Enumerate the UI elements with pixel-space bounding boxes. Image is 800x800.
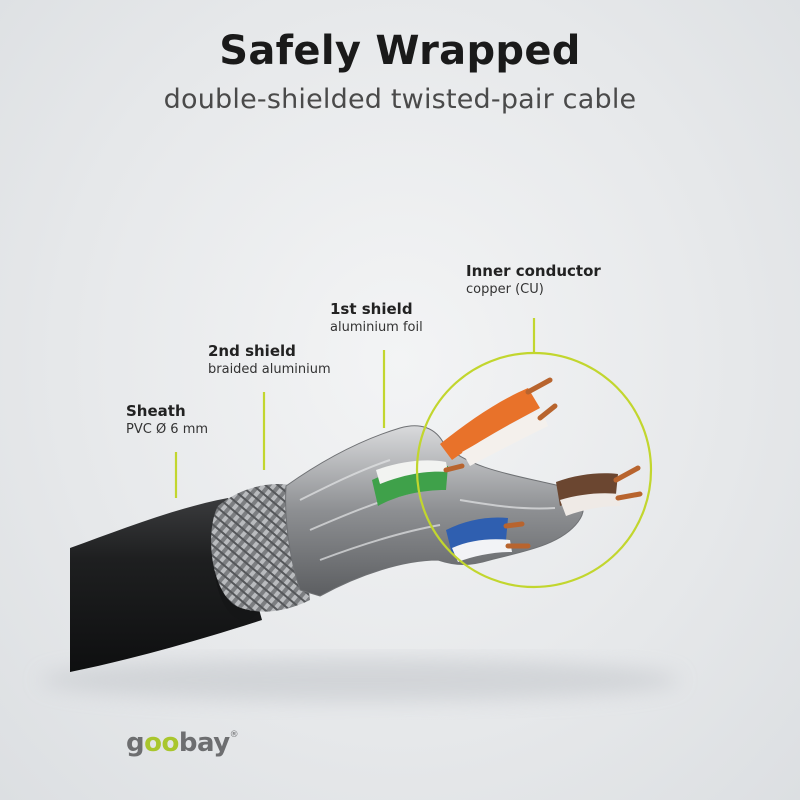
page-subtitle: double-shielded twisted-pair cable (163, 84, 637, 115)
inner-conductor-circle (415, 351, 653, 589)
cable-shadow (40, 658, 680, 702)
callout-first-shield: 1st shield aluminium foil (330, 300, 423, 336)
pair-blue-white (452, 539, 512, 562)
callout-lines (174, 318, 653, 589)
logo-start: g (126, 728, 145, 758)
pair-brown-white (560, 493, 620, 516)
page-title: Safely Wrapped (219, 28, 581, 74)
callout-sheath: Sheath PVC Ø 6 mm (126, 402, 208, 438)
foil-shield (285, 425, 584, 597)
inner-conductor-label: Inner conductor (466, 262, 601, 280)
callout-inner-conductor: Inner conductor copper (CU) (466, 262, 601, 298)
goobay-logo: goobay® (126, 728, 239, 758)
callout-second-shield: 2nd shield braided aluminium (208, 342, 331, 378)
pair-green-white (376, 460, 448, 484)
pair-orange-white (462, 410, 548, 466)
foil-crinkle (299, 459, 556, 561)
braid-shield (211, 484, 310, 612)
logo-end: bay (178, 728, 230, 758)
logo-registered: ® (229, 730, 239, 740)
first-shield-label: 1st shield (330, 300, 413, 318)
second-shield-desc: braided aluminium (208, 361, 331, 377)
second-shield-label: 2nd shield (208, 342, 296, 360)
pair-orange (440, 388, 540, 460)
first-shield-desc: aluminium foil (330, 319, 423, 335)
inner-conductor-desc: copper (CU) (466, 281, 544, 297)
logo-mid: oo (144, 728, 179, 758)
copper-conductors (443, 377, 643, 549)
sheath-desc: PVC Ø 6 mm (126, 421, 209, 437)
sheath-label: Sheath (126, 402, 186, 420)
